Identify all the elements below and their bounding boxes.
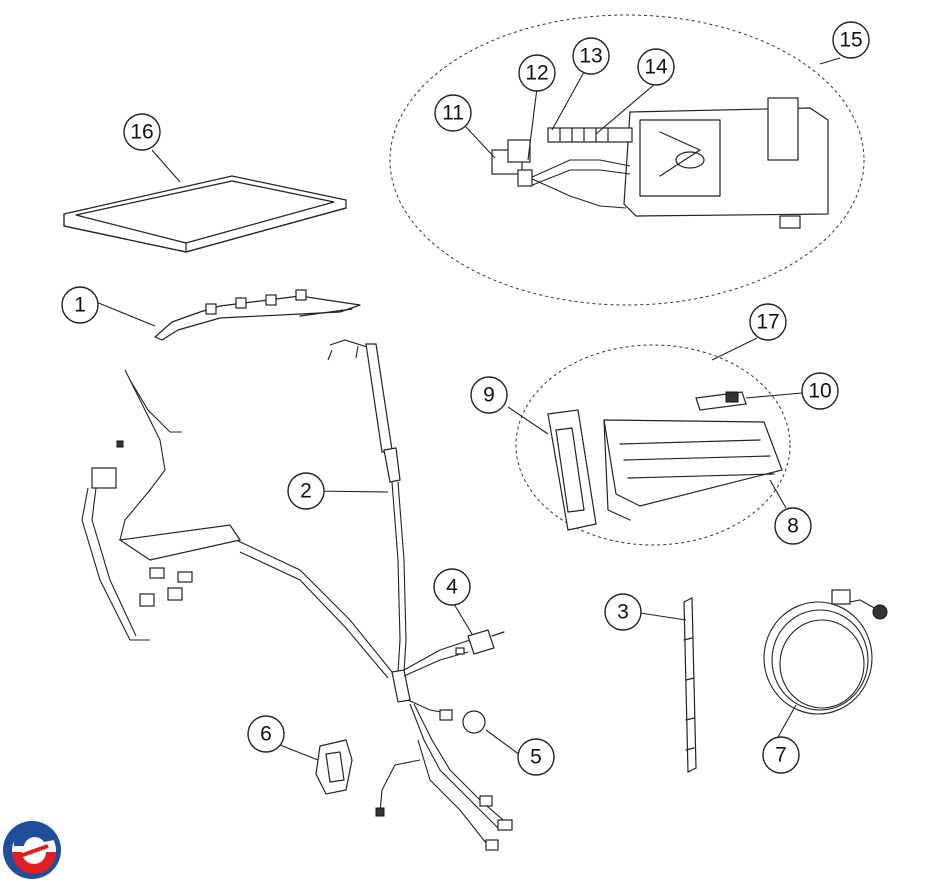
svg-text:3: 3 (617, 601, 629, 624)
callout-6: 6 (247, 715, 285, 753)
callout-5: 5 (517, 738, 555, 776)
part-1-switch-board (154, 289, 361, 341)
callout-3: 3 (604, 593, 642, 631)
callout-10: 10 (801, 372, 839, 410)
part-10-sensor (695, 391, 747, 411)
svg-text:6: 6 (260, 723, 272, 746)
svg-text:11: 11 (442, 102, 464, 125)
callout-7: 7 (762, 736, 800, 774)
part-6-switch (315, 739, 353, 795)
callout-8: 8 (774, 507, 812, 545)
svg-text:5: 5 (530, 746, 542, 769)
svg-text:10: 10 (808, 380, 831, 403)
svg-text:16: 16 (130, 121, 153, 144)
callout-16: 16 (123, 113, 161, 151)
part-7-hose (763, 589, 888, 715)
part-15-dispenser (491, 97, 829, 229)
svg-text:9: 9 (483, 384, 495, 407)
callout-14: 14 (637, 48, 675, 86)
svg-text:7: 7 (775, 744, 787, 767)
svg-text:2: 2 (300, 480, 312, 503)
part-4-sensor (455, 629, 505, 655)
leader-lines (95, 57, 841, 761)
callout-4: 4 (433, 568, 471, 606)
svg-text:4: 4 (446, 576, 458, 599)
callout-13: 13 (572, 37, 610, 75)
callout-2: 2 (287, 472, 325, 510)
svg-text:15: 15 (839, 29, 862, 52)
callout-9: 9 (470, 376, 508, 414)
callout-17: 17 (749, 303, 787, 341)
callout-15: 15 (832, 21, 870, 59)
part-2-wire-harness (235, 339, 513, 851)
part-16-top-panel (63, 175, 347, 253)
svg-text:17: 17 (756, 311, 779, 334)
part-9-panel (547, 409, 597, 531)
callout-12: 12 (518, 54, 556, 92)
part-5-sensor (439, 709, 486, 734)
svg-text:12: 12 (525, 62, 548, 85)
svg-text:14: 14 (644, 56, 668, 79)
part-2-left-harness (81, 369, 241, 641)
svg-text:13: 13 (579, 45, 602, 68)
part-3-rail (683, 597, 697, 773)
group-17-outline (515, 344, 791, 546)
svg-text:1: 1 (74, 294, 86, 317)
part-8-heater-bracket (603, 419, 783, 521)
group-15-outline (389, 14, 865, 306)
callout-11: 11 (434, 94, 472, 132)
brand-logo (3, 821, 61, 879)
callout-1: 1 (61, 286, 99, 324)
svg-text:8: 8 (787, 515, 799, 538)
